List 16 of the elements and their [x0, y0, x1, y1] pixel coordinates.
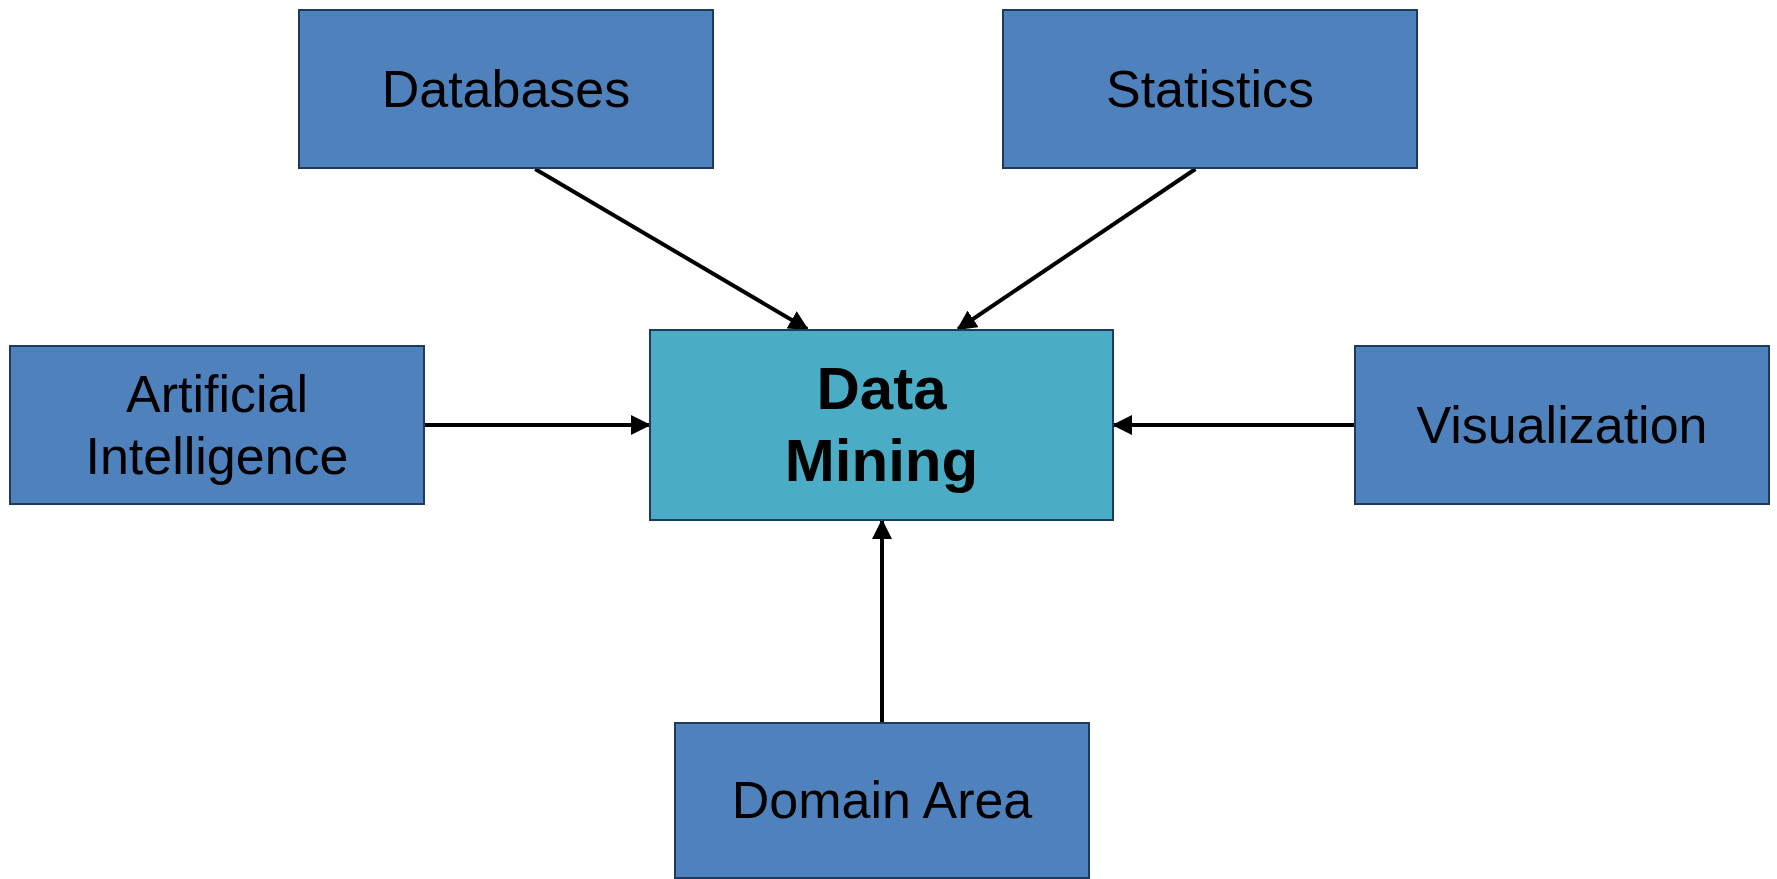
arrow [956, 167, 1197, 331]
box-label: Data Mining [783, 354, 980, 496]
arrow [534, 167, 809, 331]
box-label: Visualization [1415, 394, 1709, 456]
central-box [649, 329, 1114, 521]
box-label: Artificial Intelligence [84, 363, 350, 487]
topic-box [1002, 9, 1418, 169]
box-label: Databases [380, 58, 632, 120]
topic-box [9, 345, 425, 505]
topic-box [298, 9, 714, 169]
topic-box [674, 722, 1090, 879]
topic-box [1354, 345, 1770, 505]
arrow [872, 519, 892, 722]
box-label: Domain Area [730, 770, 1034, 832]
arrow [425, 415, 651, 435]
box-label: Statistics [1104, 58, 1316, 120]
